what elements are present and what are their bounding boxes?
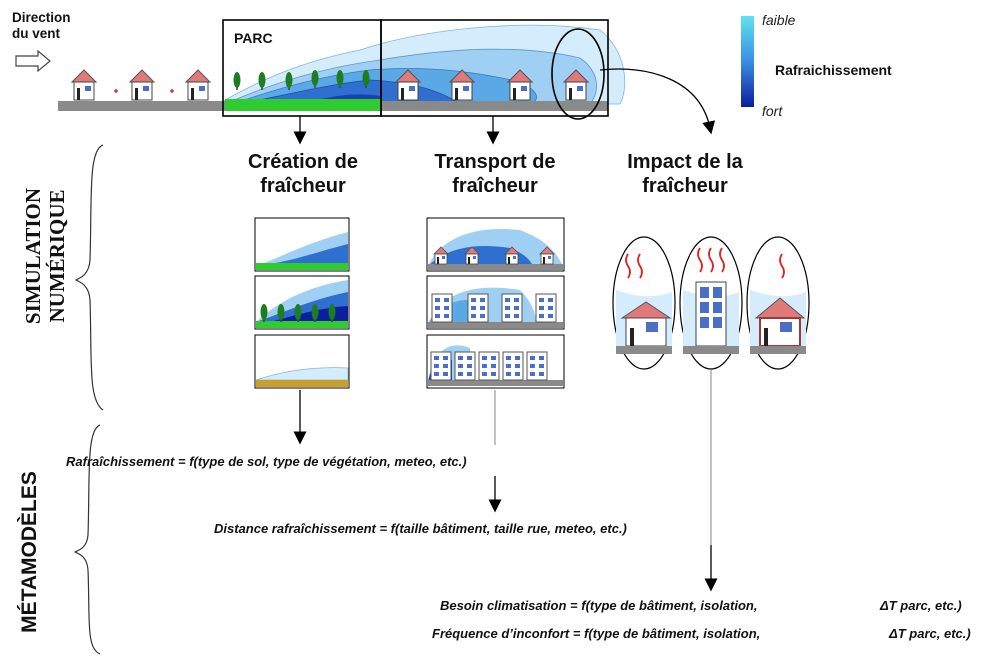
park-label: PARC (234, 30, 273, 46)
wind-direction-label: Direction du vent (12, 10, 71, 41)
transport-panel-2 (426, 275, 565, 330)
creation-panel-3 (254, 334, 350, 389)
house (129, 69, 155, 101)
cooling-equation: Rafraîchissement = f(type de sol, type d… (66, 454, 467, 469)
creation-panel-2 (254, 275, 350, 330)
house (185, 69, 211, 101)
metamodel-side-label: MÉTAMODÈLES (18, 471, 41, 633)
legend-title: Rafraichissement (775, 62, 892, 78)
impact-oval-3 (746, 236, 810, 370)
transport-panel-1 (426, 217, 565, 272)
transport-heading: Transport de fraîcheur (434, 151, 556, 197)
ac-need-equation: Besoin climatisation = f(type de bâtimen… (440, 598, 758, 613)
metamodel-brace (73, 424, 101, 655)
distance-equation: Distance rafraîchissement = f(taille bât… (214, 521, 627, 536)
discomfort-equation: Fréquence d’inconfort = f(type de bâtime… (432, 626, 761, 641)
impact-heading: Impact de la fraîcheur (627, 151, 743, 197)
house (71, 69, 97, 101)
legend-high-label: fort (762, 103, 783, 119)
legend-low-label: faible (762, 12, 796, 28)
transport-panel-3 (426, 334, 565, 389)
simulation-brace (74, 144, 104, 411)
impact-oval-2 (679, 236, 743, 370)
wind-arrow-icon (15, 49, 51, 73)
creation-panel-1 (254, 217, 350, 272)
impact-highlight (551, 28, 605, 120)
creation-heading: Création de fraîcheur (247, 151, 359, 197)
impact-oval-1 (612, 236, 676, 370)
ac-need-equation-tail: ΔT parc, etc.) (880, 598, 962, 613)
impact-arrow (599, 68, 716, 135)
transport-frame (380, 19, 609, 117)
discomfort-equation-tail: ΔT parc, etc.) (889, 626, 971, 641)
legend-gradient (741, 16, 754, 107)
simulation-side-label: SIMULATION NUMÉRIQUE (21, 187, 69, 325)
park-grass (225, 99, 381, 111)
